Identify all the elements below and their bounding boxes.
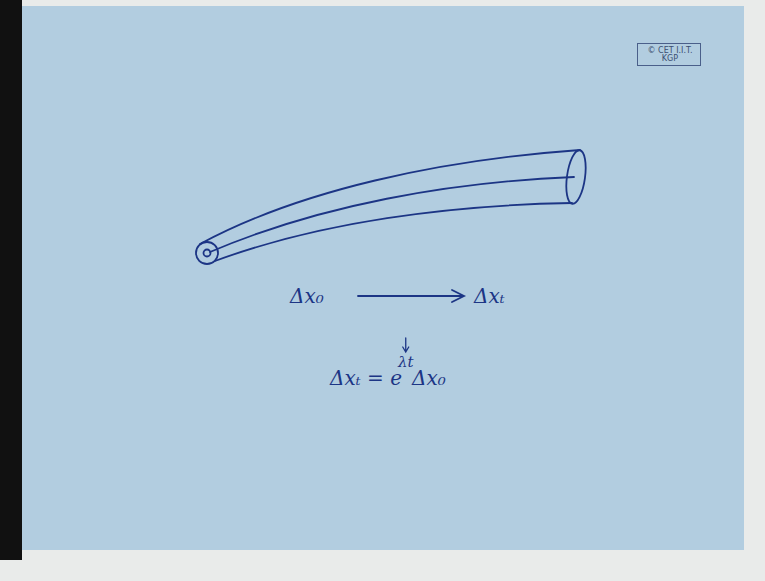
frame-edge (0, 0, 22, 560)
math-label: Δxₜ = e (330, 368, 402, 388)
tube-wall (215, 203, 572, 261)
tube-end (563, 149, 588, 205)
pointer-arrow (403, 338, 409, 352)
logo-box: © CET I.I.T. KGP (637, 43, 701, 66)
tube-wall (200, 150, 580, 244)
tube-start-core (204, 250, 211, 257)
board (22, 6, 744, 550)
logo-text: © CET I.I.T. KGP (644, 47, 696, 64)
math-label: Δx₀ (290, 286, 324, 306)
math-label: Δx₀ (412, 368, 446, 388)
tube-centre-line (210, 177, 574, 252)
math-label: Δxₜ (474, 286, 505, 306)
arrow-head (452, 290, 464, 302)
arrow-line (358, 295, 463, 297)
